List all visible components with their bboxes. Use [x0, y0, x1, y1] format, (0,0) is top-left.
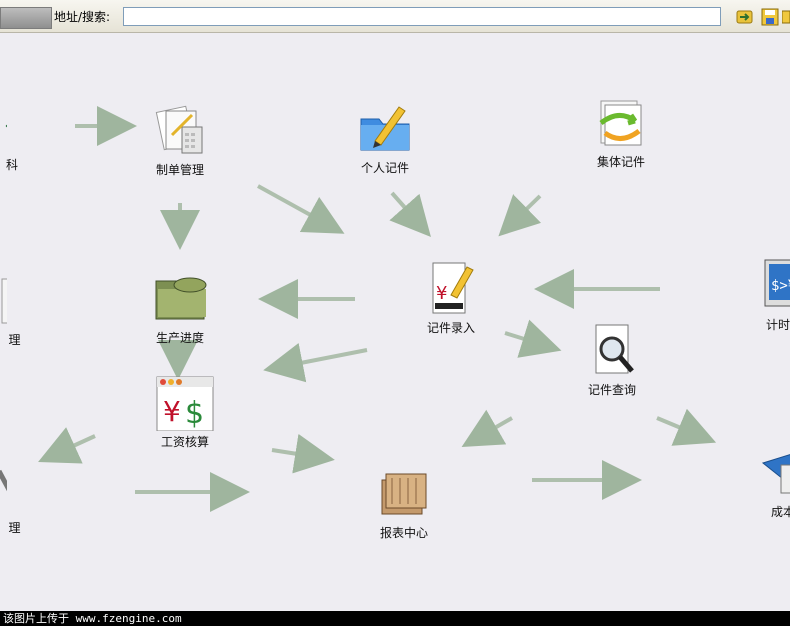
node-personal-piecework[interactable]: 个人记件 — [330, 101, 440, 176]
node-order-management[interactable]: 制单管理 — [125, 103, 235, 178]
file-tray-icon — [155, 277, 207, 320]
svg-text:$>¥: $>¥ — [771, 278, 790, 294]
node-report-center[interactable]: 报表中心 — [349, 466, 459, 541]
address-input[interactable] — [123, 7, 721, 26]
book-calculator-icon — [761, 454, 790, 494]
node-cost-management[interactable]: 成本管理 — [712, 445, 790, 520]
arrow-order-entry — [257, 184, 345, 234]
node-piecework-entry[interactable]: ¥ 记件录入 — [396, 261, 506, 336]
magnifier-document-icon — [595, 324, 634, 374]
arrow-query-report — [461, 409, 513, 447]
node-material[interactable]: 科 — [0, 98, 32, 173]
toolbar-left-segment[interactable] — [0, 7, 52, 29]
status-bar: 该图片上传于 www.fzengine.com — [0, 611, 790, 626]
svg-text:$: $ — [185, 396, 204, 431]
file-boxes-icon — [381, 473, 427, 515]
flow-arrows — [38, 106, 717, 512]
tools-partial-icon — [0, 469, 7, 492]
address-label: 地址/搜索: — [54, 10, 111, 24]
node-production-progress[interactable]: 生产进度 — [125, 271, 235, 346]
documents-arrows-icon — [599, 100, 642, 146]
arrow-wage-left — [38, 427, 96, 464]
documents-calculator-icon — [155, 105, 203, 154]
yen-dollar-window-icon: ¥ $ — [156, 376, 214, 431]
arrow-entry-query — [504, 319, 562, 358]
arrow-query-cost — [656, 408, 717, 446]
document-yen-pencil-icon: ¥ — [432, 262, 474, 314]
node-piecework-query[interactable]: 记件查询 — [557, 323, 667, 398]
arrow-group-entry — [498, 194, 542, 237]
node-left-bottom[interactable]: 理 — [0, 461, 32, 536]
diamond-icon — [5, 124, 7, 128]
document-partial-icon — [1, 278, 7, 324]
address-toolbar: 地址/搜索: — [0, 0, 790, 33]
svg-text:¥: ¥ — [436, 283, 447, 304]
svg-text:¥: ¥ — [163, 395, 181, 428]
workflow-canvas: 科 制单管理 个人记件 集体记件 理 — [0, 33, 790, 611]
arrow-personal-entry — [389, 191, 431, 237]
folder-pencil-icon — [360, 106, 410, 151]
print-icon[interactable] — [781, 7, 790, 27]
monitor-yen-icon: $>¥ — [764, 259, 790, 307]
save-icon[interactable] — [760, 7, 780, 27]
node-group-piecework[interactable]: 集体记件 — [566, 95, 676, 170]
go-icon[interactable] — [735, 7, 755, 27]
arrow-wage-report — [271, 433, 335, 474]
arrow-entry-wage — [263, 342, 368, 383]
node-wage-accounting[interactable]: ¥ $ 工资核算 — [130, 375, 240, 450]
node-left-mid[interactable]: 理 — [0, 273, 32, 348]
